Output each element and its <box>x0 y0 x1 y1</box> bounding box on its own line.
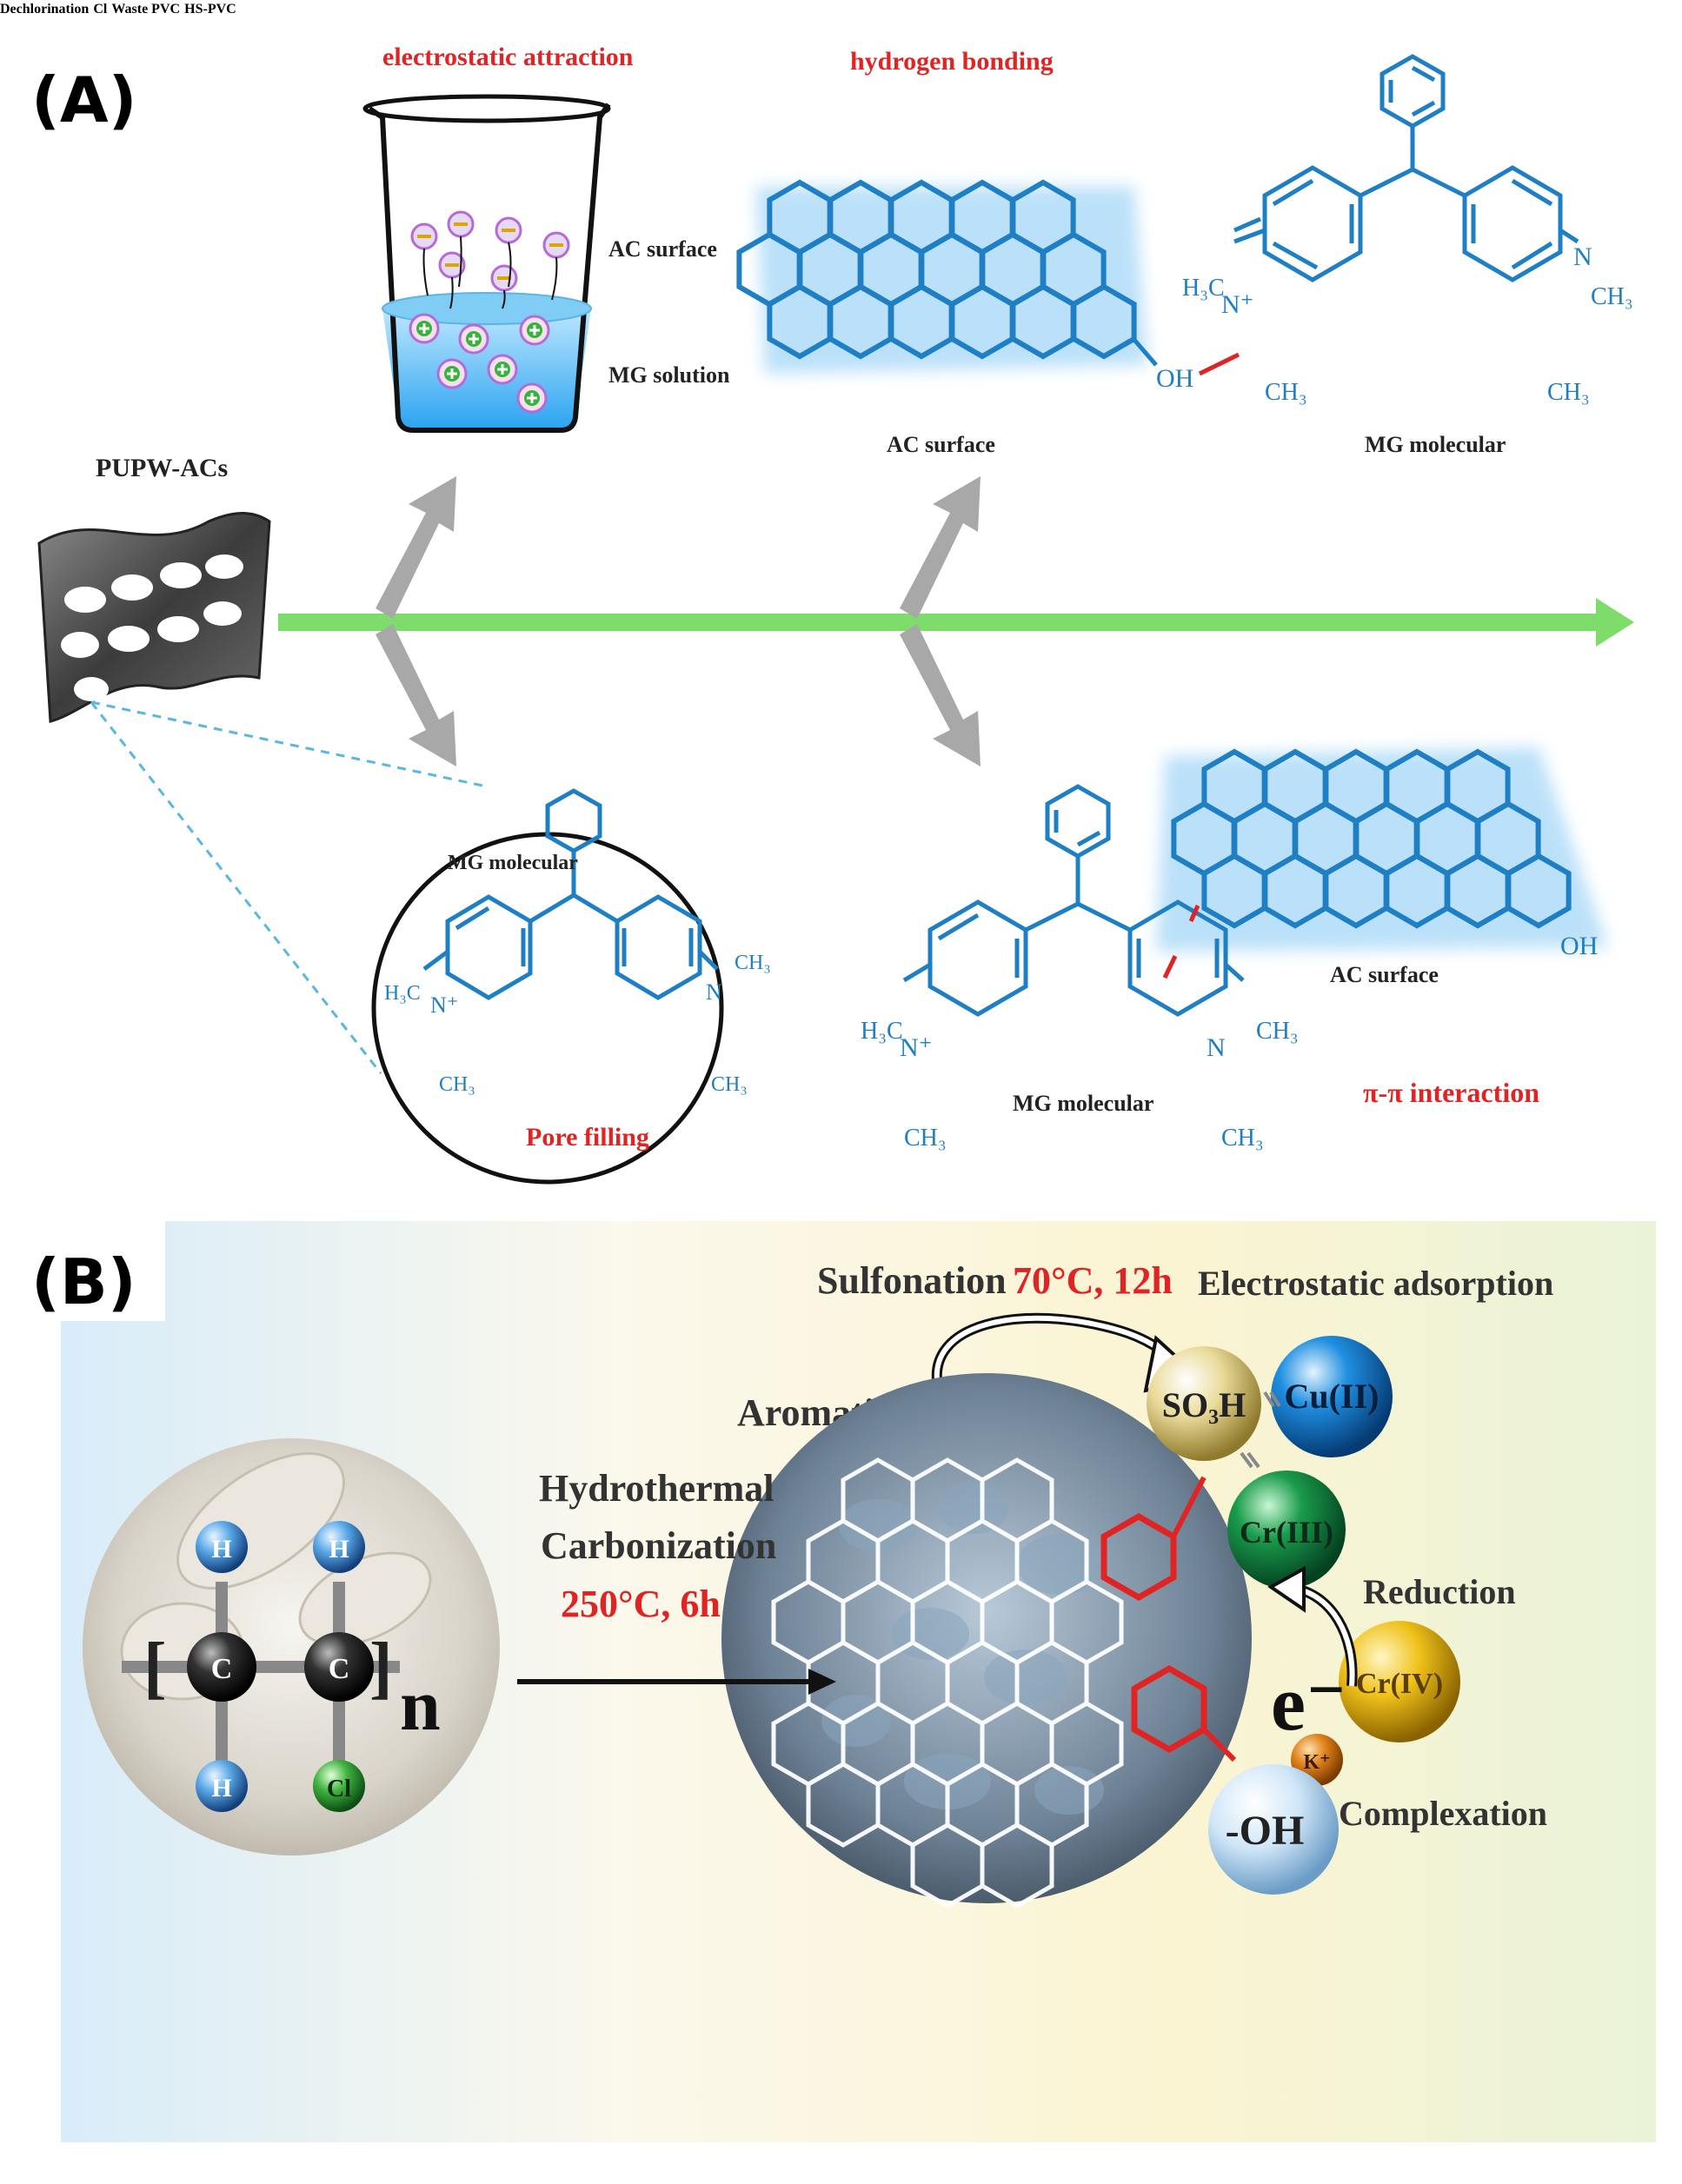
complexation-label: Complexation <box>1339 1794 1547 1833</box>
sulfonation-label: Sulfonation <box>817 1259 1007 1302</box>
oh-ball-label: -OH <box>1226 1808 1305 1854</box>
pore-ch3-a: CH₃ <box>439 1073 475 1096</box>
pvc-h2: H <box>329 1535 349 1563</box>
pvc-c1: C <box>211 1653 233 1685</box>
k-label: K⁺ <box>1303 1751 1330 1774</box>
cr6-ball <box>1339 1621 1460 1743</box>
pore-ch3-c: CH₃ <box>711 1073 748 1096</box>
mg-bottom-n: N <box>1207 1033 1226 1062</box>
interaction-ticks <box>1240 1391 1281 1469</box>
branch-arrows <box>376 476 981 767</box>
htc-line1: Hydrothermal <box>539 1467 775 1510</box>
pore-n: N <box>706 979 722 1005</box>
zoom-lines <box>90 700 488 1074</box>
bracket-left: [ <box>143 1630 167 1706</box>
pvc-h1: H <box>211 1535 231 1563</box>
dechlorination-label: Dechlorination <box>0 2 90 17</box>
waste-pvc-label: Waste PVC <box>111 2 181 17</box>
electron-transfer-arrow <box>1267 1565 1358 1687</box>
mg-molecule-top <box>1233 54 1579 282</box>
ac-surface-label-top: AC surface <box>887 432 995 457</box>
panel-b-label: (B) <box>31 1245 136 1318</box>
hydrogen-bond-line <box>1198 352 1240 376</box>
electrostatic-adsorption-label: Electrostatic adsorption <box>1198 1264 1553 1303</box>
hs-pvc-label: HS-PVC <box>184 2 236 17</box>
pore-filling-circle <box>371 788 724 1185</box>
mg-top-ch3-b: CH₃ <box>1591 283 1633 310</box>
cu-label: Cu(II) <box>1285 1377 1380 1416</box>
htc-line2: Carbonization <box>541 1524 776 1567</box>
material-label: PUPW-ACs <box>96 454 228 482</box>
pore-ch3-b: CH₃ <box>735 952 771 974</box>
electron-label: e⁻ <box>1271 1661 1346 1747</box>
oh-label-top: OH <box>1156 364 1193 393</box>
mg-top-n: N <box>1573 242 1592 271</box>
panel-b-label-bg <box>0 1199 165 1321</box>
oh-ball <box>1208 1764 1339 1895</box>
repeat-n: n <box>400 1665 441 1746</box>
so3h-label: SO₃H <box>1162 1385 1246 1424</box>
pi-pi-line-2 <box>1188 904 1200 923</box>
pore-h3c: H₃C <box>384 982 421 1005</box>
free-cl-label: Cl <box>93 2 108 17</box>
green-process-arrow <box>278 598 1634 647</box>
pore-mg-line: MG molecular <box>448 852 578 874</box>
pvc-c2: C <box>329 1653 350 1685</box>
electrostatic-title: electrostatic attraction <box>382 43 634 71</box>
mg-molecular-label-top: MG molecular <box>1365 432 1506 457</box>
mg-bottom-ch3-c: CH₃ <box>1221 1125 1264 1152</box>
pvc-h3: H <box>211 1774 231 1802</box>
mg-molecular-label-bottom: MG molecular <box>1013 1091 1153 1116</box>
oh-label-bottom: OH <box>1560 932 1598 960</box>
ac-surface-graphene-top <box>739 183 1158 374</box>
htc-conditions: 250°C, 6h <box>561 1583 721 1625</box>
pore-n-plus: N⁺ <box>430 992 459 1018</box>
ac-surface-label-beaker: AC surface <box>608 236 717 262</box>
panel-a-label: (A) <box>31 63 137 136</box>
bracket-right: ] <box>369 1630 393 1706</box>
mg-bottom-h3c: H₃C <box>861 1018 903 1045</box>
cr3-ball <box>1227 1470 1346 1589</box>
mg-top-n-plus: N⁺ <box>1221 290 1254 319</box>
cr6-label: Cr(IV) <box>1356 1668 1443 1700</box>
mg-top-h3c: H₃C <box>1182 275 1225 302</box>
sulfonation-conditions: 70°C, 12h <box>1013 1259 1173 1302</box>
so3h-ball <box>1147 1346 1261 1461</box>
mg-bottom-ch3-b: CH₃ <box>1256 1018 1299 1045</box>
mg-top-ch3-a: CH₃ <box>1265 379 1307 406</box>
ac-surface-label-bottom: AC surface <box>1330 962 1439 987</box>
mg-bottom-n-plus: N⁺ <box>900 1033 933 1062</box>
porous-carbon-sheet <box>37 512 271 723</box>
pvc-cl-bond: Cl <box>327 1776 351 1802</box>
pi-pi-title: π-π interaction <box>1363 1077 1539 1108</box>
reduction-label: Reduction <box>1363 1572 1516 1611</box>
mg-solution-label: MG solution <box>608 362 730 388</box>
mg-top-ch3-c: CH₃ <box>1547 379 1590 406</box>
cu-ball <box>1271 1336 1393 1457</box>
ac-surface-graphene-bottom <box>1156 747 1608 952</box>
hs-pvc-particle <box>721 1373 1252 1909</box>
pore-filling-title: Pore filling <box>526 1123 649 1152</box>
beaker <box>362 94 611 433</box>
mg-molecule-bottom <box>902 784 1245 1017</box>
waste-pvc-circle <box>83 1438 500 1855</box>
hydrothermal-arrow <box>517 1669 836 1695</box>
hbond-title: hydrogen bonding <box>850 47 1054 76</box>
pi-pi-line <box>1162 954 1178 979</box>
cr3-label: Cr(III) <box>1240 1515 1333 1550</box>
mg-bottom-ch3-a: CH₃ <box>904 1125 947 1152</box>
